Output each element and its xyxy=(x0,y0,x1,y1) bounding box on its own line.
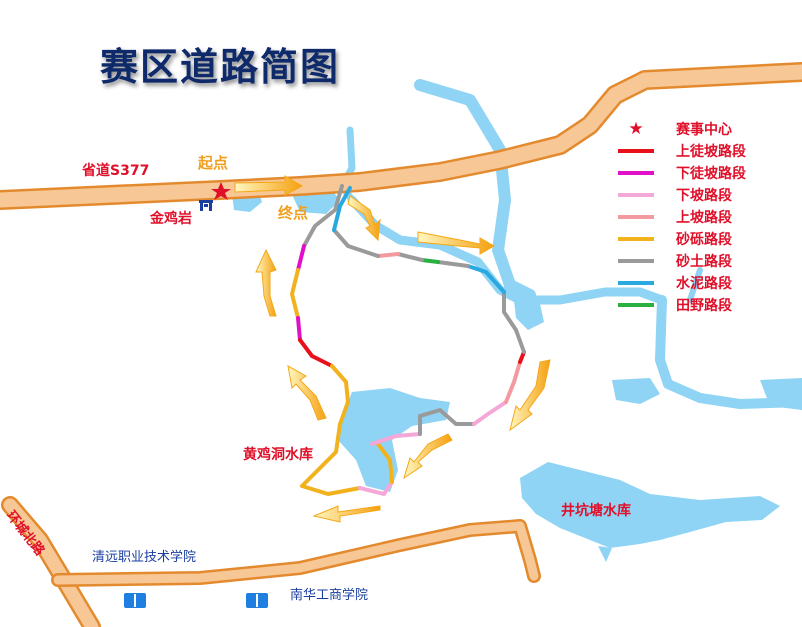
legend-label: 砂砾路段 xyxy=(676,232,732,248)
legend-label: 砂土路段 xyxy=(676,254,732,270)
legend-item: 下坡路段 xyxy=(618,184,798,206)
legend-swatch xyxy=(618,149,654,153)
gate-icon xyxy=(199,200,213,211)
legend-swatch xyxy=(618,171,654,175)
legend-swatch xyxy=(618,193,654,197)
label-jinjiyan: 金鸡岩 xyxy=(150,211,192,227)
map-title: 赛区道路简图 xyxy=(100,44,341,89)
legend-label: 下徒坡路段 xyxy=(676,166,746,182)
legend-item: 水泥路段 xyxy=(618,272,798,294)
legend-label: 上徒坡路段 xyxy=(676,144,746,160)
legend-item: 砂土路段 xyxy=(618,250,798,272)
label-finish: 终点 xyxy=(278,204,309,222)
label-jingkengtang-reservoir: 井坑塘水库 xyxy=(561,503,631,519)
legend-swatch xyxy=(618,215,654,219)
legend-swatch xyxy=(618,281,654,285)
legend-swatch xyxy=(618,303,654,307)
legend-label: 赛事中心 xyxy=(676,122,732,138)
legend-swatch xyxy=(618,237,654,241)
star-icon: ★ xyxy=(628,118,644,139)
legend-item: 砂砾路段 xyxy=(618,228,798,250)
legend-item: 上坡路段 xyxy=(618,206,798,228)
label-start: 起点 xyxy=(198,154,229,172)
pond-far-east xyxy=(612,378,660,404)
direction-arrows xyxy=(234,175,551,523)
legend-item: 上徒坡路段 xyxy=(618,140,798,162)
huangjidong-reservoir-water xyxy=(338,388,450,492)
label-provincial-road: 省道S377 xyxy=(82,163,150,179)
legend-label: 水泥路段 xyxy=(676,276,732,292)
college-book-icon xyxy=(124,593,146,608)
label-huangjidong-reservoir: 黄鸡洞水库 xyxy=(243,447,313,463)
legend-item: 下徒坡路段 xyxy=(618,162,798,184)
legend: ★ 赛事中心 上徒坡路段下徒坡路段下坡路段上坡路段砂砾路段砂土路段水泥路段田野路… xyxy=(618,118,798,316)
event-center-star xyxy=(211,182,231,200)
label-nanhua-college: 南华工商学院 xyxy=(290,588,369,603)
legend-event-center: ★ 赛事中心 xyxy=(618,118,798,140)
legend-item: 田野路段 xyxy=(618,294,798,316)
legend-label: 下坡路段 xyxy=(676,188,732,204)
legend-label: 田野路段 xyxy=(676,298,732,314)
legend-swatch xyxy=(618,259,654,263)
college-book-icon xyxy=(246,593,268,608)
legend-label: 上坡路段 xyxy=(676,210,732,226)
pond-east xyxy=(514,300,544,330)
jingkengtang-reservoir-water xyxy=(520,462,780,548)
race-route xyxy=(290,184,526,496)
label-qingyuan-college: 清远职业技术学院 xyxy=(92,550,197,565)
